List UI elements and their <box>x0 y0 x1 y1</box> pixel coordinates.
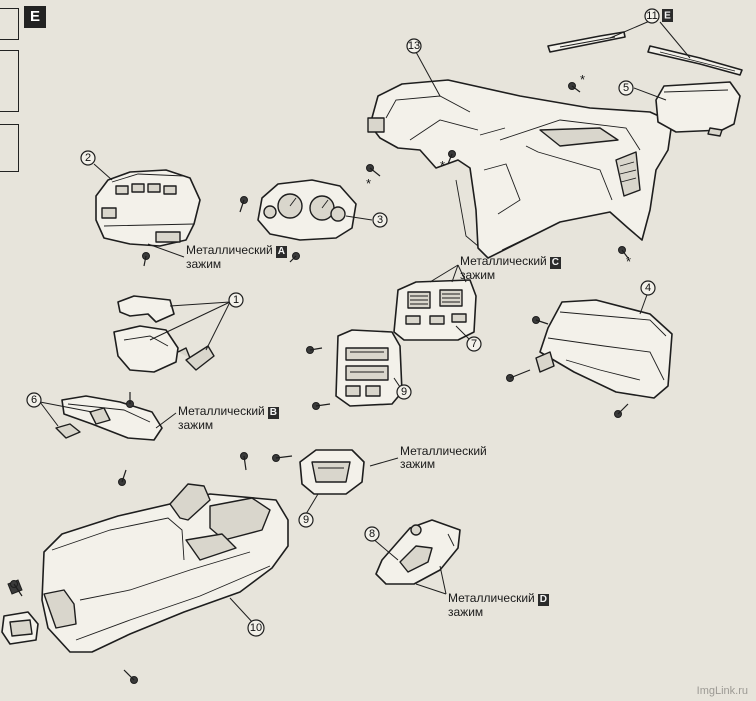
part-pocket <box>299 449 365 495</box>
screw-icon <box>10 580 23 597</box>
part-shift-panel <box>375 519 461 585</box>
star-mark: * <box>366 176 371 191</box>
callout-8: 8 <box>364 526 380 542</box>
callout-5: 5 <box>618 80 634 96</box>
edge-tab-3 <box>0 124 19 172</box>
svg-text:6: 6 <box>31 394 37 406</box>
svg-text:5: 5 <box>623 82 629 94</box>
svg-text:2: 2 <box>85 152 91 164</box>
svg-text:1: 1 <box>233 294 239 306</box>
callout-3: 3 <box>372 212 388 228</box>
svg-text:8: 8 <box>369 528 375 540</box>
screw-icon <box>272 454 293 462</box>
screw-icon <box>614 403 629 418</box>
screw-icon <box>289 252 300 263</box>
screw-icon <box>312 402 331 410</box>
screw-icon <box>532 316 549 325</box>
svg-text:3: 3 <box>377 214 383 226</box>
svg-text:10: 10 <box>250 622 262 634</box>
edge-tab-2 <box>0 50 19 112</box>
part-lower-panel <box>55 395 163 441</box>
callout-9-upper: 9 <box>396 384 412 400</box>
part-center-vent <box>393 279 477 341</box>
star-mark: * <box>626 254 631 269</box>
watermark: ImgLink.ru <box>696 685 748 697</box>
part-audio-panel <box>335 329 403 407</box>
screw-icon <box>618 246 629 259</box>
screw-icon <box>447 150 456 165</box>
callout-1: 1 <box>228 292 244 308</box>
svg-text:7: 7 <box>471 338 477 350</box>
label-clip-9: Металлический зажим <box>400 444 487 471</box>
screw-icon <box>126 392 134 408</box>
callouts: 13 11 5 2 3 1 4 7 9 6 9 8 10 <box>26 8 660 637</box>
part-trim-strips <box>547 31 743 76</box>
callout-10: 10 <box>247 619 265 637</box>
part-console <box>41 483 289 653</box>
screw-icon <box>123 669 138 684</box>
screw-icon <box>306 346 323 354</box>
star-mark: * <box>580 72 585 87</box>
screws <box>10 82 629 684</box>
svg-text:4: 4 <box>645 282 651 294</box>
callout-9-lower: 9 <box>298 512 314 528</box>
part-glove-lid <box>655 81 741 137</box>
svg-text:11: 11 <box>646 10 657 22</box>
callout-7: 7 <box>466 336 482 352</box>
leader-lines <box>39 19 691 625</box>
part-column-covers <box>113 295 215 373</box>
callout-11: 11 <box>644 8 660 24</box>
svg-text:9: 9 <box>401 386 407 398</box>
callout-13: 13 <box>406 38 422 54</box>
part-gauge-cluster <box>257 179 357 241</box>
callout-4: 4 <box>640 280 656 296</box>
svg-text:E: E <box>664 11 671 22</box>
section-badge: E <box>24 6 46 28</box>
screw-icon <box>142 252 150 267</box>
callout-6: 6 <box>26 392 42 408</box>
edge-tab-1 <box>0 8 19 40</box>
ref-box-e: E <box>662 9 673 22</box>
part-ashtray <box>1 579 39 645</box>
svg-text:13: 13 <box>408 40 420 52</box>
screw-icon <box>239 196 248 213</box>
callout-2: 2 <box>80 150 96 166</box>
svg-text:9: 9 <box>303 514 309 526</box>
screw-icon <box>506 369 531 382</box>
screw-icon <box>568 82 581 93</box>
screw-icon <box>366 164 381 177</box>
screw-icon <box>118 469 127 486</box>
part-dashboard <box>367 79 673 259</box>
screw-icon <box>240 452 248 471</box>
star-mark: * <box>440 158 445 173</box>
part-glove-box <box>535 299 673 399</box>
star-marks: * * * * <box>366 72 631 269</box>
part-meter-hood <box>95 169 201 247</box>
